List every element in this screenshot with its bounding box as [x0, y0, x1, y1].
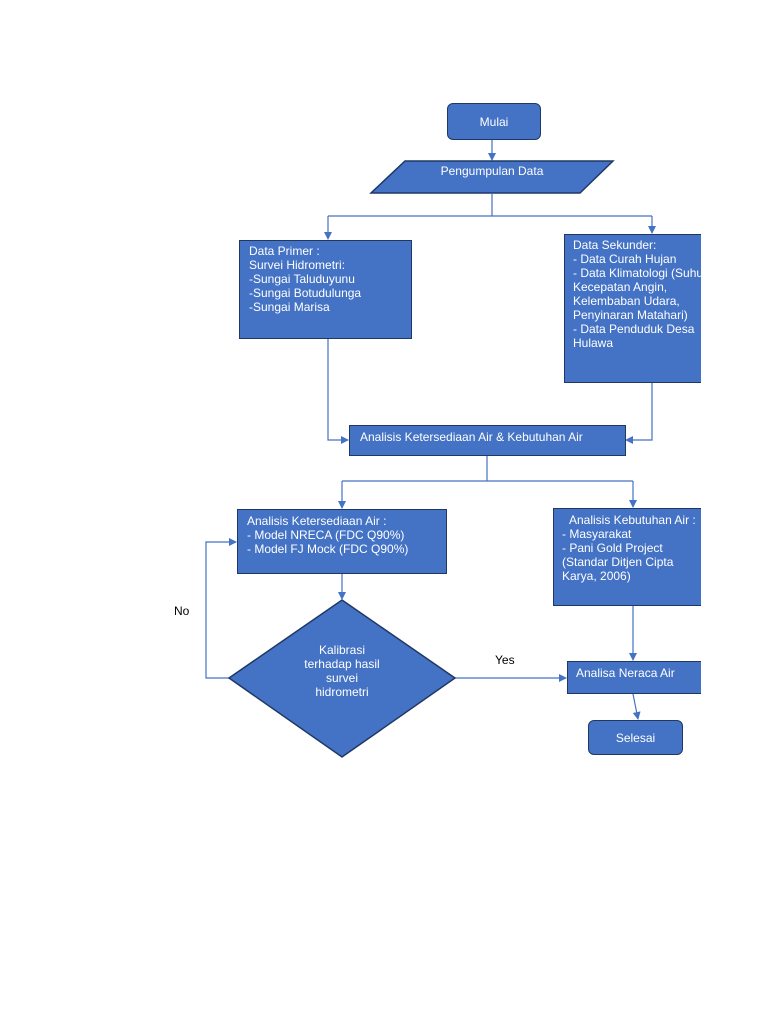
- demand-analysis-box: Analisis Kebutuhan Air : - Masyarakat - …: [553, 508, 701, 606]
- availability-line: - Model NRECA (FDC Q90%): [247, 528, 405, 542]
- secondary-data-line: Hulawa: [573, 336, 614, 350]
- water-balance-label: Analisa Neraca Air: [576, 666, 675, 680]
- demand-line: Analisis Kebutuhan Air :: [569, 513, 696, 527]
- calibration-label: Kalibrasi terhadap hasil survei hidromet…: [282, 643, 402, 699]
- availability-line: - Model FJ Mock (FDC Q90%): [247, 542, 409, 556]
- connector-calibration-no-loop: [205, 538, 237, 679]
- primary-data-box: Data Primer : Survei Hidrometri: -Sungai…: [239, 240, 412, 339]
- calibration-line: survei: [325, 671, 358, 685]
- calibration-line: terhadap hasil: [304, 657, 380, 671]
- demand-line: - Pani Gold Project: [562, 541, 663, 555]
- availability-line: Analisis Ketersediaan Air :: [247, 514, 387, 528]
- primary-data-line: Data Primer :: [249, 244, 320, 258]
- yes-branch-label: Yes: [495, 653, 515, 667]
- demand-line: (Standar Ditjen Cipta: [562, 555, 674, 569]
- collect-data-label: Pengumpulan Data: [440, 164, 544, 178]
- primary-data-line: -Sungai Marisa: [249, 300, 330, 314]
- water-balance-box: Analisa Neraca Air: [567, 661, 701, 694]
- collect-data-shape: [369, 160, 615, 194]
- secondary-data-line: Data Sekunder:: [573, 238, 657, 252]
- demand-line: - Masyarakat: [562, 527, 632, 541]
- end-terminator: Selesai: [588, 720, 683, 755]
- analysis-box: Analisis Ketersediaan Air & Kebutuhan Ai…: [349, 425, 626, 456]
- secondary-data-line: - Data Penduduk Desa: [573, 322, 695, 336]
- start-terminator: Mulai: [447, 103, 541, 140]
- secondary-data-line: Kecepatan Angin,: [573, 280, 668, 294]
- primary-data-line: Survei Hidrometri:: [249, 258, 346, 272]
- connector-analysis-split: [342, 456, 633, 482]
- secondary-data-box: Data Sekunder: - Data Curah Hujan - Data…: [564, 234, 701, 383]
- connector-balance-to-end: [632, 693, 641, 720]
- calibration-line: Kalibrasi: [318, 643, 366, 657]
- secondary-data-line: Kelembaban Udara,: [573, 294, 680, 308]
- primary-data-line: -Sungai Botudulunga: [249, 286, 362, 300]
- no-branch-label: No: [174, 604, 190, 618]
- calibration-decision-shape: [227, 599, 457, 758]
- availability-analysis-box: Analisis Ketersediaan Air : - Model NREC…: [237, 509, 447, 574]
- connector-primary-to-analysis: [327, 339, 349, 444]
- connector-secondary-to-analysis: [625, 383, 653, 444]
- start-label: Mulai: [479, 114, 509, 129]
- secondary-data-line: - Data Curah Hujan: [573, 252, 677, 266]
- secondary-data-line: - Data Klimatologi (Suhu,: [573, 266, 701, 280]
- demand-line: Karya, 2006): [562, 569, 631, 583]
- calibration-line: hidrometri: [315, 685, 369, 699]
- analysis-label: Analisis Ketersediaan Air & Kebutuhan Ai…: [360, 430, 583, 444]
- primary-data-line: -Sungai Taluduyunu: [249, 272, 355, 286]
- secondary-data-line: Penyinaran Matahari): [573, 308, 688, 322]
- connector-collect-split: [328, 194, 652, 217]
- end-label: Selesai: [615, 730, 656, 745]
